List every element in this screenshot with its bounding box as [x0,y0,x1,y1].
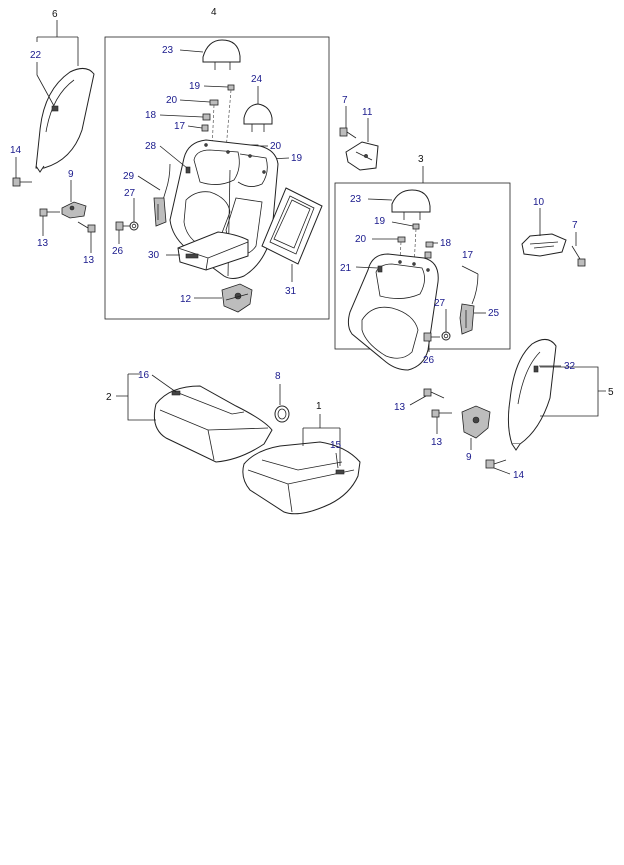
callout-25: 25 [488,308,500,319]
side-bolster-right [507,339,557,451]
trim-panel-31 [261,187,323,265]
front-seat-back-21 [347,253,439,371]
callout-4: 4 [211,7,217,18]
leader-18a [159,114,204,118]
bolt-14-right [485,459,507,469]
seat-cushion-right-1 [242,441,361,515]
bolt-26-left [115,221,130,231]
callout-20a: 20 [166,95,178,106]
callout-13b: 13 [83,255,95,266]
bolt-13-right-a [423,388,445,399]
callout-13a: 13 [37,238,49,249]
callout-27b: 27 [434,298,446,309]
bolt-26-right [423,332,440,342]
callout-18a: 18 [145,110,157,121]
callout-5: 5 [608,387,614,398]
callout-26b: 26 [423,355,435,366]
leader-6 [36,20,79,66]
hinge-bracket-left [61,201,87,219]
callout-15: 15 [330,440,342,451]
callout-27a: 27 [124,188,136,199]
bolt-left [12,177,32,187]
callout-28: 28 [145,141,157,152]
callout-21: 21 [340,263,352,274]
bolt-13-left-a [39,208,60,217]
callout-13d: 13 [431,437,443,448]
headrest-23-right [391,189,431,220]
callout-11: 11 [362,107,373,118]
callout-9a: 9 [68,169,74,180]
seat-cushion-left-2 [153,385,273,463]
callout-31: 31 [285,286,297,297]
callout-2: 2 [106,392,112,403]
hinge-bracket-11 [345,141,379,171]
callout-12: 12 [180,294,192,305]
cap-8 [274,405,290,423]
leader-5 [540,366,606,417]
callout-20c: 20 [355,234,367,245]
bolt-13-right-b [431,409,452,418]
callout-24: 24 [251,74,263,85]
latch-assembly-12 [221,283,253,313]
callout-29: 29 [123,171,135,182]
leader-29 [137,175,161,191]
seat-belt-latch-29 [153,163,171,227]
callout-13c: 13 [394,402,406,413]
leader-1 [302,414,341,466]
callout-9b: 9 [466,452,472,463]
callout-7a: 7 [342,95,348,106]
bushing-27-left [129,221,139,231]
bolt-7-right [571,245,586,267]
leader-16 [151,374,177,393]
callout-18b: 18 [440,238,452,249]
leader-19c [391,221,414,227]
bolt-13-left-b [77,221,96,233]
callout-14a: 14 [10,145,22,156]
headrest-24 [243,103,273,132]
leader-22 [36,62,55,107]
leader-14b [493,467,511,475]
callout-17b: 17 [462,250,474,261]
leader-19a [203,85,229,88]
callout-26a: 26 [112,246,124,257]
headrest-23-left [202,39,241,70]
callout-19b: 19 [291,153,303,164]
side-bolster-left [35,68,95,173]
callout-6: 6 [52,9,58,20]
callout-22: 22 [30,50,42,61]
leader-28 [159,145,188,169]
callout-16: 16 [138,370,150,381]
leader-21 [355,266,379,269]
callout-3: 3 [418,154,424,165]
callout-19a: 19 [189,81,201,92]
seat-cushion-30 [177,231,249,271]
callout-8: 8 [275,371,281,382]
callout-10: 10 [533,197,545,208]
callout-17a: 17 [174,121,186,132]
hinge-cover-10 [521,233,567,257]
bushing-27-right [441,331,451,341]
leader-23b [367,198,393,201]
leader-23a [179,49,204,53]
leader-17a [187,125,203,129]
leader-15 [335,452,339,469]
seat-belt-latch-25 [459,273,479,335]
callout-23a: 23 [162,45,174,56]
callout-23b: 23 [350,194,362,205]
assembly-box-4 [104,36,330,320]
callout-14b: 14 [513,470,525,481]
callout-32: 32 [564,361,576,372]
leader-17b [461,265,479,275]
callout-1: 1 [316,401,322,412]
bolt-7-upper [339,127,357,139]
hinge-bracket-right [461,405,491,439]
callout-30: 30 [148,250,160,261]
leader-20a [179,99,211,103]
callout-7b: 7 [572,220,578,231]
leader-2 [116,373,156,421]
callout-19c: 19 [374,216,386,227]
leader-13c [409,395,427,406]
callout-20b: 20 [270,141,282,152]
